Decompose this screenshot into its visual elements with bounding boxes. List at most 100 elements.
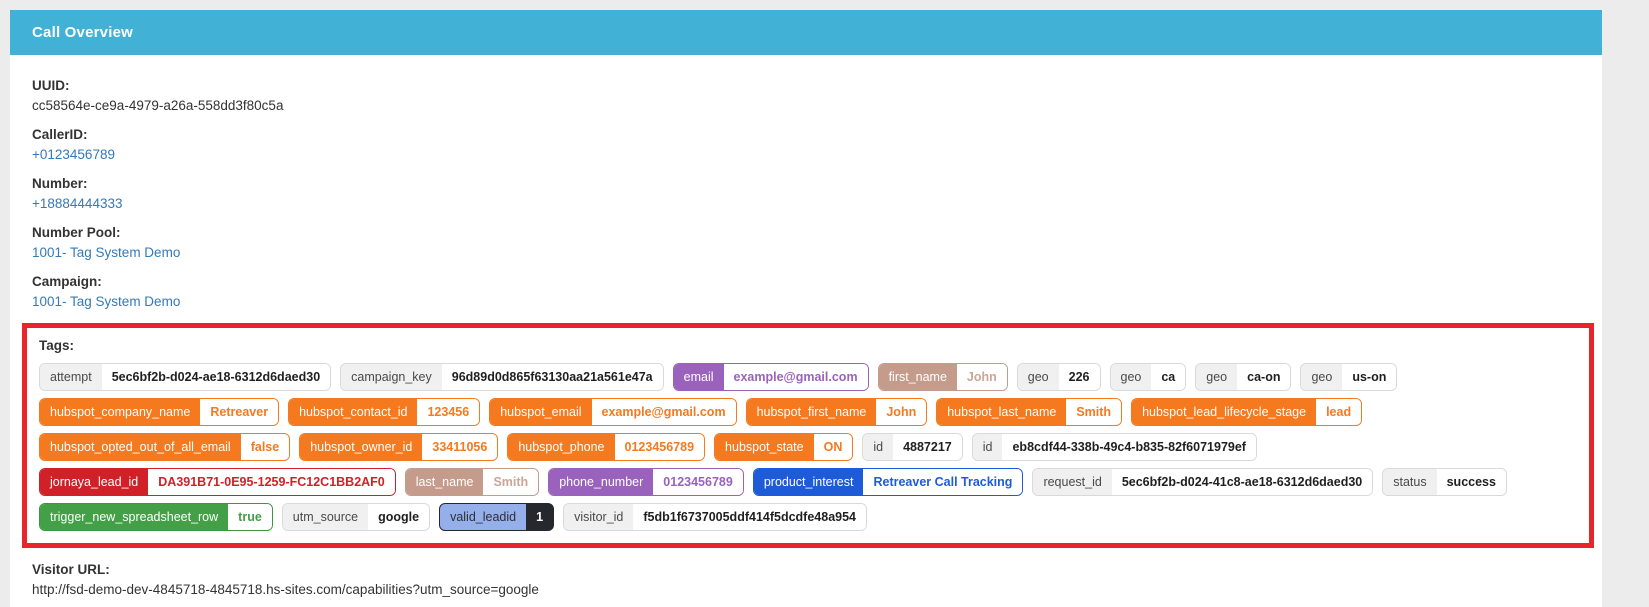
tag-value: 0123456789 — [653, 469, 743, 495]
tag-key: hubspot_contact_id — [289, 399, 418, 425]
tag-value: 0123456789 — [614, 434, 705, 460]
tag-chip: last_name Smith — [404, 468, 540, 496]
card-body: UUID: cc58564e-ce9a-4979-a26a-558dd3f80c… — [10, 55, 1602, 607]
tag-value: false — [240, 434, 290, 460]
tag-value: John — [876, 399, 927, 425]
tag-value: 96d89d0d865f63130aa21a561e47a — [441, 364, 663, 390]
tag-chip: first_name John — [877, 363, 1008, 391]
tag-value: John — [956, 364, 1007, 390]
field-label: Number Pool: — [32, 225, 121, 240]
tag-value: eb8cdf44-338b-49c4-b835-82f6071979ef — [1002, 434, 1256, 460]
tag-value: true — [228, 504, 272, 530]
field-campaign: Campaign: 1001- Tag System Demo — [32, 274, 1582, 309]
tag-key: jornaya_lead_id — [40, 469, 149, 495]
tag-key: hubspot_phone — [508, 434, 615, 460]
tag-key: hubspot_opted_out_of_all_email — [40, 434, 241, 460]
tag-chip: hubspot_company_name Retreaver — [39, 398, 280, 426]
tag-value: example@gmail.com — [591, 399, 736, 425]
tag-value: 123456 — [417, 399, 480, 425]
tag-key: hubspot_company_name — [40, 399, 201, 425]
tag-chip: hubspot_phone 0123456789 — [507, 433, 706, 461]
tag-value: ca — [1151, 364, 1186, 390]
field-value-link[interactable]: 1001- Tag System Demo — [32, 294, 181, 309]
tag-chip: geo 226 — [1016, 363, 1101, 391]
tag-chip: hubspot_lead_lifecycle_stage lead — [1131, 398, 1363, 426]
tag-value: ON — [813, 434, 853, 460]
tag-chip: geo ca — [1109, 363, 1187, 391]
fields-section: UUID: cc58564e-ce9a-4979-a26a-558dd3f80c… — [30, 78, 1582, 309]
tag-key: geo — [1110, 364, 1152, 390]
tag-key: trigger_new_spreadsheet_row — [40, 504, 229, 530]
tag-value: DA391B71-0E95-1259-FC12C1BB2AF0 — [148, 469, 395, 495]
tag-key: hubspot_owner_id — [300, 434, 423, 460]
tag-key: hubspot_first_name — [746, 399, 877, 425]
tag-chip: geo ca-on — [1195, 363, 1292, 391]
tag-chip: hubspot_owner_id 33411056 — [299, 433, 499, 461]
tag-value: lead — [1316, 399, 1362, 425]
tag-key: phone_number — [549, 469, 654, 495]
tag-chip: email example@gmail.com — [672, 363, 869, 391]
tag-key: utm_source — [282, 504, 369, 530]
tag-value: success — [1436, 469, 1506, 495]
tag-key: email — [673, 364, 724, 390]
tag-chip: trigger_new_spreadsheet_row true — [39, 503, 273, 531]
tag-chip: request_id 5ec6bf2b-d024-41c8-ae18-6312d… — [1032, 468, 1374, 496]
tags-label: Tags: — [39, 338, 75, 353]
field-value-link[interactable]: +0123456789 — [32, 147, 115, 162]
tag-value: 33411056 — [422, 434, 498, 460]
field-caller-id: CallerID: +0123456789 — [32, 127, 1582, 162]
tag-key: geo — [1196, 364, 1238, 390]
tag-chip: id 4887217 — [862, 433, 963, 461]
tag-value: 5ec6bf2b-d024-ae18-6312d6daed30 — [101, 364, 331, 390]
page-title: Call Overview — [32, 24, 133, 41]
tag-chip: hubspot_email example@gmail.com — [489, 398, 737, 426]
field-label: Number: — [32, 176, 88, 191]
tag-value: f5db1f6737005ddf414f5dcdfe48a954 — [633, 504, 867, 530]
tag-key: id — [972, 434, 1003, 460]
field-number: Number: +18884444333 — [32, 176, 1582, 211]
tag-value: 5ec6bf2b-d024-41c8-ae18-6312d6daed30 — [1111, 469, 1373, 495]
tag-key: valid_leadid — [440, 504, 527, 530]
tag-value: ca-on — [1237, 364, 1291, 390]
tag-value: example@gmail.com — [723, 364, 868, 390]
tag-chip: campaign_key 96d89d0d865f63130aa21a561e4… — [340, 363, 664, 391]
tag-value: 226 — [1058, 364, 1100, 390]
tag-chip: visitor_id f5db1f6737005ddf414f5dcdfe48a… — [563, 503, 868, 531]
tag-chip: valid_leadid 1 — [439, 503, 555, 531]
tag-chip: hubspot_opted_out_of_all_email false — [39, 433, 291, 461]
field-uuid: UUID: cc58564e-ce9a-4979-a26a-558dd3f80c… — [32, 78, 1582, 113]
tag-key: product_interest — [753, 469, 864, 495]
field-number-pool: Number Pool: 1001- Tag System Demo — [32, 225, 1582, 260]
tag-value: Smith — [1066, 399, 1122, 425]
tag-value: 4887217 — [893, 434, 962, 460]
tag-key: first_name — [878, 364, 957, 390]
card-header: Call Overview — [10, 10, 1602, 55]
tags-highlight-box: Tags: attempt 5ec6bf2b-d024-ae18-6312d6d… — [22, 323, 1594, 548]
tag-key: hubspot_state — [715, 434, 814, 460]
field-label: UUID: — [32, 78, 70, 93]
tag-key: hubspot_last_name — [937, 399, 1067, 425]
tag-list: attempt 5ec6bf2b-d024-ae18-6312d6daed30 … — [39, 363, 1573, 531]
tag-chip: product_interest Retreaver Call Tracking — [752, 468, 1024, 496]
tag-value: Retreaver Call Tracking — [863, 469, 1023, 495]
field-value-link[interactable]: +18884444333 — [32, 196, 123, 211]
tag-chip: utm_source google — [281, 503, 431, 531]
tag-chip: status success — [1382, 468, 1507, 496]
tag-chip: jornaya_lead_id DA391B71-0E95-1259-FC12C… — [39, 468, 396, 496]
tag-key: hubspot_lead_lifecycle_stage — [1132, 399, 1317, 425]
tag-value: us-on — [1342, 364, 1397, 390]
tag-chip: attempt 5ec6bf2b-d024-ae18-6312d6daed30 — [39, 363, 332, 391]
tag-chip: hubspot_last_name Smith — [936, 398, 1123, 426]
tag-chip: phone_number 0123456789 — [548, 468, 744, 496]
visitor-url-field: Visitor URL: http://fsd-demo-dev-4845718… — [32, 562, 1582, 597]
visitor-url-label: Visitor URL: — [32, 562, 110, 577]
field-value-link[interactable]: 1001- Tag System Demo — [32, 245, 181, 260]
tag-key: geo — [1301, 364, 1343, 390]
call-overview-card: Call Overview UUID: cc58564e-ce9a-4979-a… — [10, 10, 1602, 607]
tag-key: request_id — [1033, 469, 1112, 495]
tag-value: Smith — [483, 469, 539, 495]
tag-key: id — [863, 434, 894, 460]
tag-chip: geo us-on — [1300, 363, 1398, 391]
tag-key: geo — [1017, 364, 1059, 390]
